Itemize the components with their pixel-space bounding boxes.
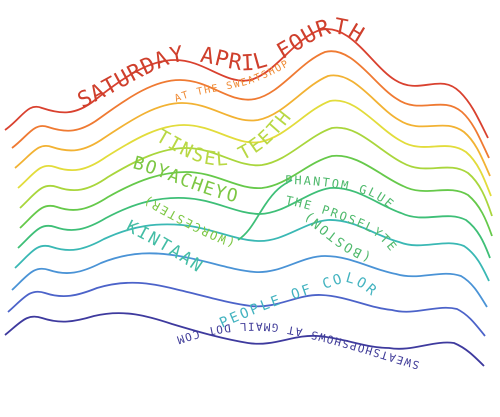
wave-line bbox=[19, 154, 493, 237]
wave-line bbox=[14, 74, 491, 177]
wave-line bbox=[4, 28, 489, 139]
wave-line bbox=[4, 312, 485, 367]
wave-line bbox=[11, 50, 490, 159]
crossing-curve bbox=[237, 179, 293, 241]
contact-email-text: SWEATSHOPSHOWS AT GMAIL DOT COM bbox=[174, 320, 421, 372]
wave-line bbox=[7, 281, 486, 337]
wave-line bbox=[11, 252, 488, 308]
wave-line bbox=[14, 219, 490, 282]
wave-lines bbox=[4, 28, 493, 367]
wave-line bbox=[19, 126, 493, 217]
wave-line bbox=[17, 99, 492, 197]
headline-text: SATURDAY APRIL FOURTH bbox=[74, 14, 369, 113]
